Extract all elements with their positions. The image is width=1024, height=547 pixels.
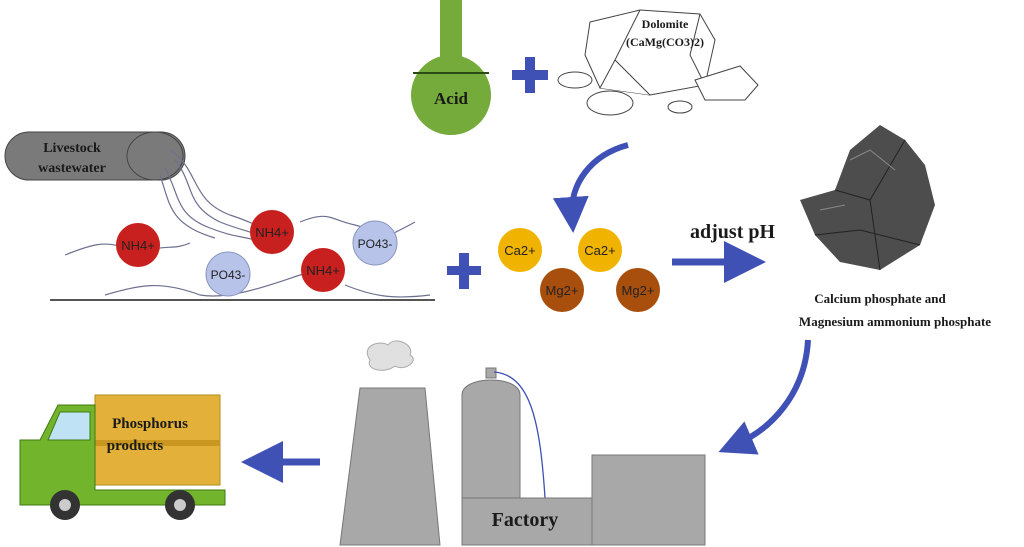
ion-po4: PO43-: [205, 251, 251, 297]
svg-text:PO43-: PO43-: [358, 237, 393, 251]
curved-arrow-icon: [718, 339, 811, 455]
precipitate-rock: [800, 125, 935, 271]
svg-text:NH4+: NH4+: [121, 238, 155, 253]
product-line1: Calcium phosphate and: [814, 291, 946, 306]
product-line2: Magnesium ammonium phosphate: [799, 314, 991, 329]
svg-text:Ca2+: Ca2+: [584, 243, 615, 258]
truck-line2: products: [107, 438, 164, 454]
acid-label: Acid: [434, 89, 469, 108]
ion-mg: Mg2+: [616, 268, 660, 312]
adjust-ph-label: adjust pH: [690, 221, 775, 243]
smoke-cloud-icon: [366, 340, 414, 371]
ion-po4: PO43-: [352, 220, 398, 266]
svg-text:Ca2+: Ca2+: [504, 243, 535, 258]
dolomite-formula: (CaMg(CO3)2): [626, 35, 704, 49]
factory: Factory: [339, 340, 706, 546]
ion-nh4: NH4+: [301, 248, 345, 292]
ion-nh4: NH4+: [116, 223, 160, 267]
truck-line1: Phosphorus: [112, 416, 188, 432]
ion-ca: Ca2+: [578, 228, 622, 272]
wastewater-line1: Livestock: [43, 141, 101, 156]
wastewater-line2: wastewater: [38, 161, 106, 176]
ion-nh4: NH4+: [250, 210, 294, 254]
plus-icon: [512, 57, 548, 93]
acid-flask: Acid: [411, 0, 491, 135]
svg-text:NH4+: NH4+: [255, 225, 289, 240]
svg-text:PO43-: PO43-: [211, 268, 246, 282]
plus-icon: [447, 253, 481, 289]
ion-ca: Ca2+: [498, 228, 542, 272]
svg-text:Mg2+: Mg2+: [546, 283, 579, 298]
ion-mg: Mg2+: [540, 268, 584, 312]
curved-arrow-icon: [552, 142, 629, 233]
svg-text:NH4+: NH4+: [306, 263, 340, 278]
dolomite-rocks: Dolomite (CaMg(CO3)2): [557, 9, 759, 116]
factory-label: Factory: [492, 509, 559, 531]
truck-icon: Phosphorus products: [19, 394, 226, 520]
wastewater-pipe: Livestock wastewater: [4, 131, 186, 181]
svg-text:Mg2+: Mg2+: [622, 283, 655, 298]
dolomite-name: Dolomite: [642, 17, 689, 31]
